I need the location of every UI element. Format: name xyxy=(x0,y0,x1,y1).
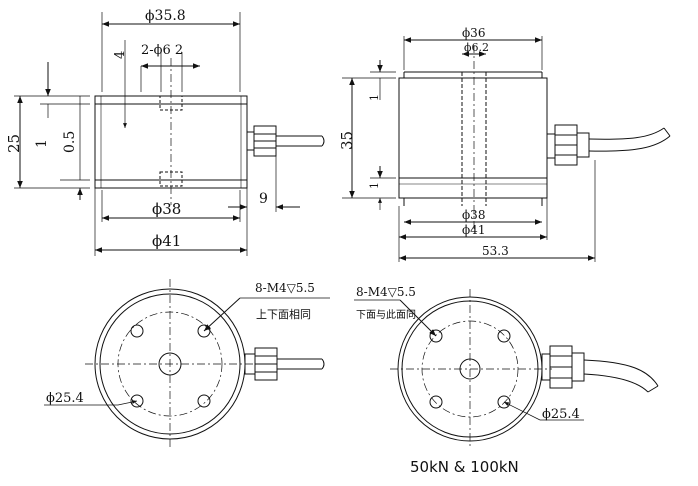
mount-hole xyxy=(197,394,211,408)
dim-dia-38-right: ϕ38 xyxy=(462,208,485,222)
dim-dia-6-2: ϕ6.2 xyxy=(464,41,489,54)
dim-25: 25 xyxy=(5,134,23,153)
mount-hole xyxy=(429,329,443,343)
capacity-caption: 50kN & 100kN xyxy=(410,458,519,476)
dim-dia-41-right: ϕ41 xyxy=(462,223,485,237)
dim-4: 4 xyxy=(113,51,128,59)
note-other-face-same: 下面与此面同 xyxy=(356,308,416,321)
thread-note-left: 8-M4▽5.5 xyxy=(255,281,315,295)
dim-53-3: 53.3 xyxy=(482,244,509,258)
dim-0-5: 0.5 xyxy=(62,131,78,153)
pcd-right: ϕ25.4 xyxy=(542,407,580,422)
cable-connector-right xyxy=(546,124,671,166)
mount-hole xyxy=(130,394,144,408)
top-view-left: 8-M4▽5.5 上下面相同 ϕ25.4 xyxy=(44,279,330,449)
dim-dia-41: ϕ41 xyxy=(152,232,181,250)
front-view-right: ϕ36 ϕ6.2 35 1 1 ϕ38 ϕ41 53.3 xyxy=(338,26,671,262)
front-view-left: ϕ35.8 2-ϕ6 2 4 25 1 0.5 ϕ38 ϕ41 xyxy=(5,8,325,256)
dim-35: 35 xyxy=(338,131,356,150)
dim-dia-35-8: ϕ35.8 xyxy=(145,8,186,24)
pcd-left: ϕ25.4 xyxy=(46,391,84,406)
dim-dia-36: ϕ36 xyxy=(462,26,485,40)
dim-1: 1 xyxy=(34,139,50,148)
dim-1-top: 1 xyxy=(368,94,381,101)
dim-9: 9 xyxy=(259,191,268,207)
dim-holes-2-phi: 2-ϕ6 2 xyxy=(141,43,183,58)
cable-connector-left xyxy=(246,125,325,157)
load-cell-body-right xyxy=(398,77,548,199)
top-view-right: 8-M4▽5.5 下面与此面同 ϕ25.4 xyxy=(354,285,659,449)
thread-note-right: 8-M4▽5.5 xyxy=(356,285,416,299)
dim-dia-38: ϕ38 xyxy=(152,200,181,218)
mount-hole xyxy=(497,329,511,343)
mount-hole xyxy=(130,324,144,338)
mount-hole xyxy=(497,395,511,409)
mount-hole xyxy=(429,395,443,409)
dim-1-bottom: 1 xyxy=(368,182,381,189)
note-same-both-faces: 上下面相同 xyxy=(256,308,311,321)
